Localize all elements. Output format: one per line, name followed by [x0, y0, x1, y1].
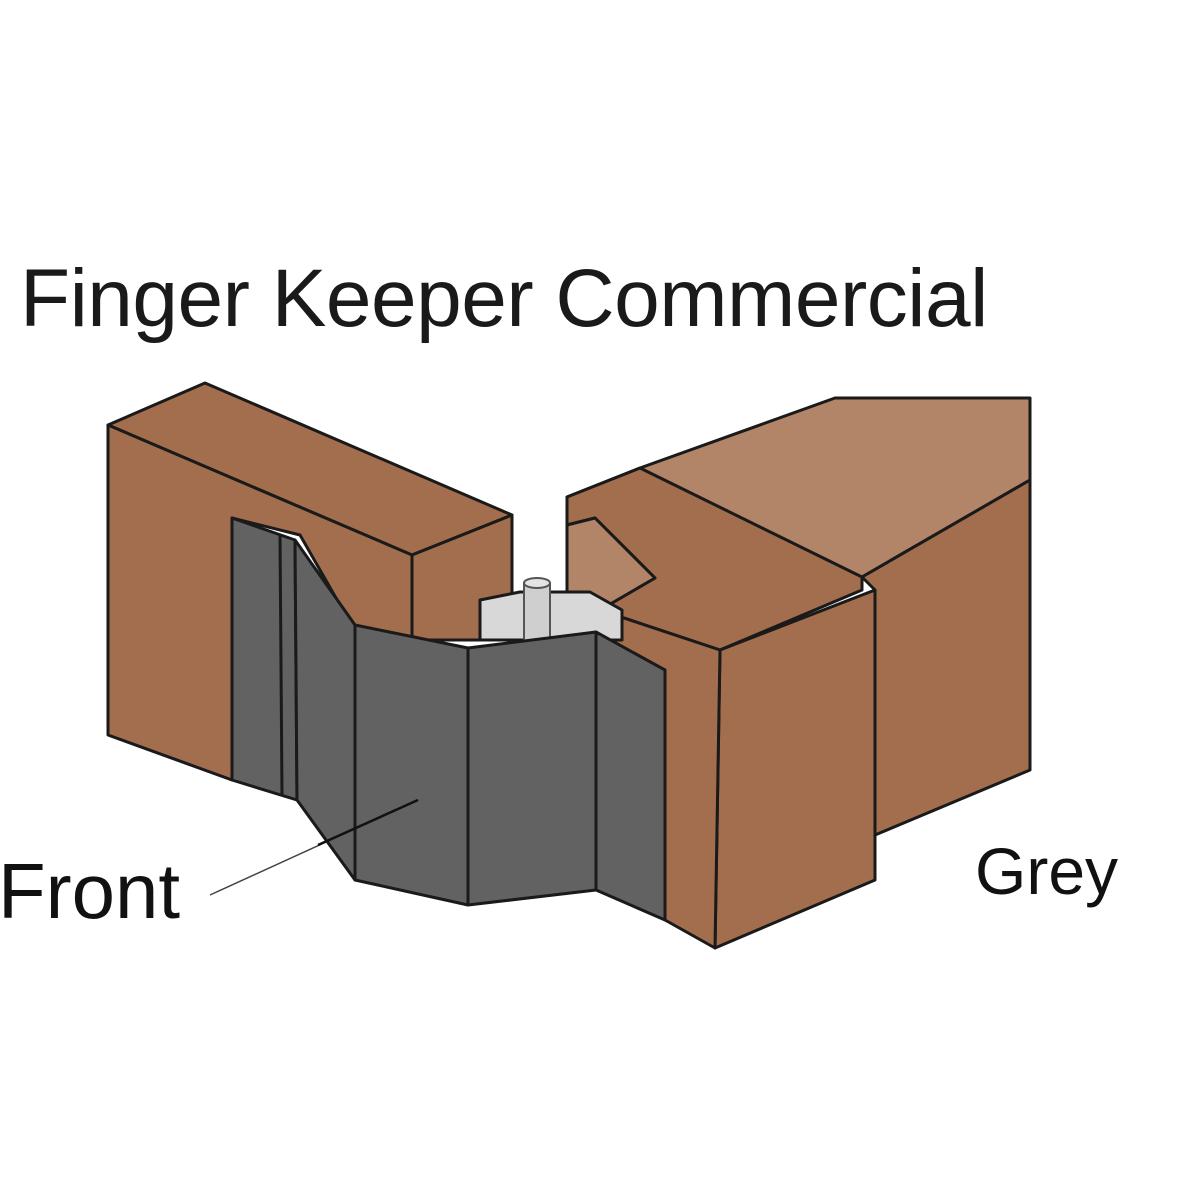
front-leader-line-dark — [317, 798, 419, 847]
hinge-pin-top — [523, 577, 551, 589]
right-frame-side — [713, 588, 877, 950]
diagram-title: Finger Keeper Commercial — [20, 253, 988, 344]
guard-panel-3 — [353, 623, 470, 907]
front-label: Front — [0, 847, 181, 935]
guard-panel-5 — [594, 630, 667, 922]
right-door-side — [860, 478, 1032, 837]
guard-fold-line — [278, 534, 284, 796]
right-frame-notch — [565, 516, 657, 612]
colour-label: Grey — [975, 834, 1119, 908]
left-block-front — [106, 423, 414, 782]
guard-panel-1 — [230, 516, 299, 802]
guard-panel-4 — [466, 630, 598, 907]
hinge-pin — [523, 582, 551, 642]
